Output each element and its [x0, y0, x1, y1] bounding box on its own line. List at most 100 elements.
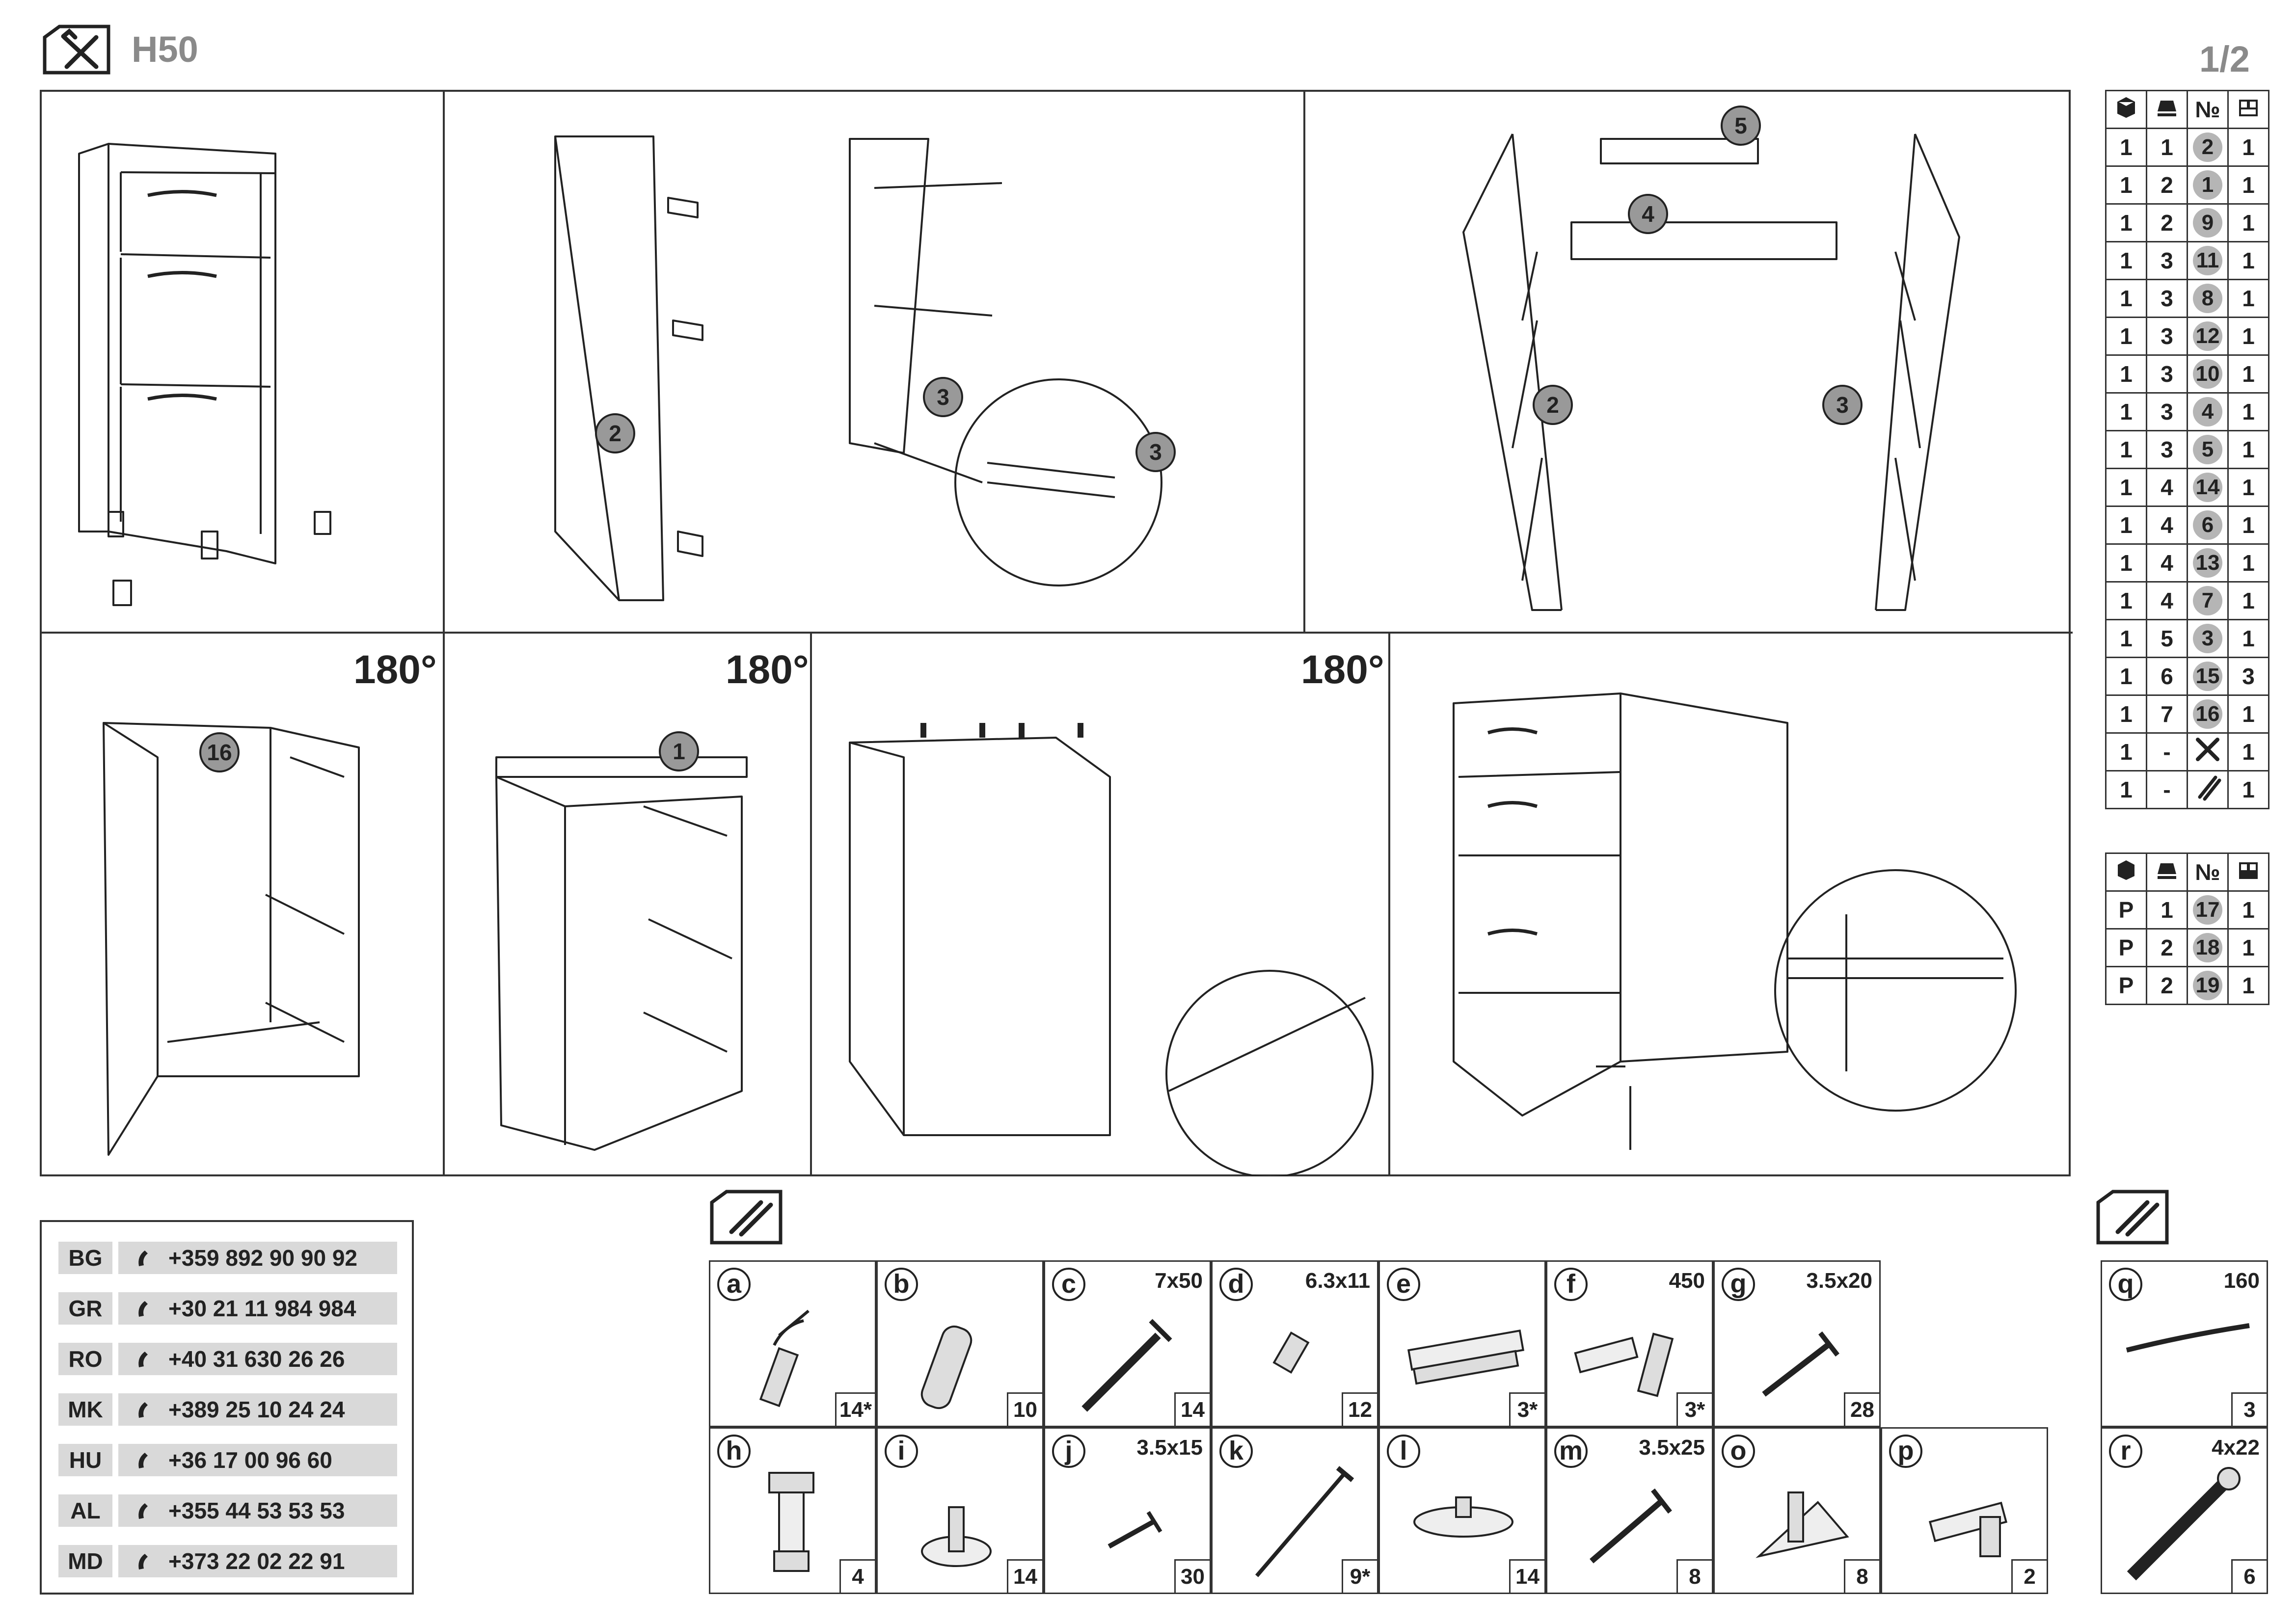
part-letter: j [1052, 1435, 1085, 1468]
qty-cell: 1 [2105, 241, 2147, 280]
phone-icon [132, 1549, 157, 1582]
part-size: 4x22 [2212, 1436, 2260, 1460]
q-part-icon [2126, 1323, 2250, 1353]
qty-cell: P [2105, 928, 2147, 967]
pack-cell: 4 [2146, 506, 2188, 545]
panel-number: 3 [1135, 432, 1176, 472]
g-part-icon [1762, 1331, 1839, 1397]
panel-number: 2 [595, 413, 635, 453]
country-code: BG [58, 1242, 112, 1274]
qty-cell: 1 [2105, 770, 2147, 809]
parts-row: 1-1 [2105, 732, 2269, 772]
phone-number: +373 22 02 22 91 [118, 1545, 397, 1577]
part-size: 3.5x25 [1639, 1436, 1705, 1460]
c-part-icon [1081, 1319, 1172, 1412]
count-cell: 1 [2227, 928, 2269, 967]
l-part-icon [1413, 1496, 1513, 1538]
part-letter: d [1219, 1268, 1253, 1301]
phone-icon [132, 1448, 157, 1481]
part-number: 7 [2187, 581, 2229, 620]
a-part-icon [759, 1309, 810, 1408]
part-quantity: 14 [1509, 1559, 1544, 1593]
pack-cell: 3 [2146, 241, 2188, 280]
phone-icon [132, 1296, 157, 1329]
count-cell: 1 [2227, 468, 2269, 507]
qty-cell: 1 [2105, 543, 2147, 583]
phone-number: +30 21 11 984 984 [118, 1292, 397, 1325]
qty-cell: 1 [2105, 165, 2147, 205]
phone-number: +355 44 53 53 53 [118, 1494, 397, 1527]
phone-number: +36 17 00 96 60 [118, 1444, 397, 1476]
p-part-icon [1928, 1501, 2008, 1557]
country-code: GR [58, 1292, 112, 1325]
pack-cell: 4 [2146, 543, 2188, 583]
count-cell: 1 [2227, 543, 2269, 583]
m-part-icon [1590, 1488, 1672, 1564]
part-quantity: 9* [1342, 1559, 1377, 1593]
qty-cell: 1 [2105, 128, 2147, 167]
panel-number: 3 [1822, 385, 1863, 425]
phone-icon [132, 1498, 157, 1531]
phone-number: +40 31 630 26 26 [118, 1343, 397, 1375]
part-size: 450 [1669, 1269, 1705, 1293]
part-number: 10 [2187, 354, 2229, 394]
panel-number: 4 [1628, 194, 1668, 234]
part-letter: k [1219, 1435, 1253, 1468]
hardware-item-e: e 3* [1378, 1260, 1546, 1427]
qty-cell: 1 [2105, 317, 2147, 356]
pack-cell: 1 [2146, 890, 2188, 930]
pack-cell: 3 [2146, 430, 2188, 469]
pack-cell: - [2146, 770, 2188, 809]
pack-cell: 3 [2146, 317, 2188, 356]
phone-icon [132, 1397, 157, 1430]
contact-row: MK+389 25 10 24 24 [58, 1393, 397, 1426]
assembly-diagram [40, 90, 2073, 1176]
pack-cell: 2 [2146, 203, 2188, 242]
count-cell: 1 [2227, 694, 2269, 734]
phone-icon [132, 1246, 157, 1278]
part-letter: q [2109, 1268, 2142, 1301]
parts-table-header: № [2105, 90, 2269, 129]
count-cell: 1 [2227, 392, 2269, 431]
part-quantity: 3 [2231, 1392, 2267, 1426]
part-letter: e [1387, 1268, 1420, 1301]
count-cell: 1 [2227, 619, 2269, 658]
package-icon [2227, 852, 2269, 892]
j-part-icon [1107, 1511, 1162, 1549]
d-part-icon [1272, 1331, 1310, 1374]
qty-cell: 1 [2105, 506, 2147, 545]
part-number: 16 [2187, 694, 2229, 734]
pack-cell: 2 [2146, 966, 2188, 1005]
country-code: MK [58, 1393, 112, 1426]
part-quantity: 3* [1509, 1392, 1544, 1426]
hardware-item-k: k 9* [1211, 1427, 1378, 1594]
part-quantity: 8 [1844, 1559, 1879, 1593]
stack-icon [2146, 90, 2188, 129]
phone-number: +359 892 90 90 92 [118, 1242, 397, 1274]
part-quantity: 14 [1174, 1392, 1210, 1426]
contact-row: BG+359 892 90 90 92 [58, 1242, 397, 1274]
country-code: AL [58, 1494, 112, 1527]
part-number: 19 [2187, 966, 2229, 1005]
fittings-bag-icon [707, 1188, 785, 1247]
pack-cell: 4 [2146, 581, 2188, 620]
pack-cell: 5 [2146, 619, 2188, 658]
